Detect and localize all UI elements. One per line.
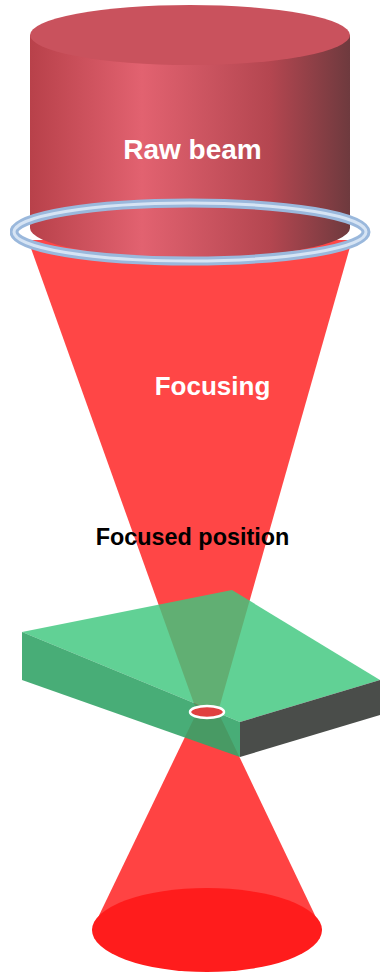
beam-label: Raw beam bbox=[123, 132, 263, 167]
beam-label: Focusing bbox=[113, 370, 313, 403]
focus-position-label: Focused position bbox=[0, 524, 385, 551]
raw-beam-cylinder: Raw beam bbox=[10, 0, 375, 270]
